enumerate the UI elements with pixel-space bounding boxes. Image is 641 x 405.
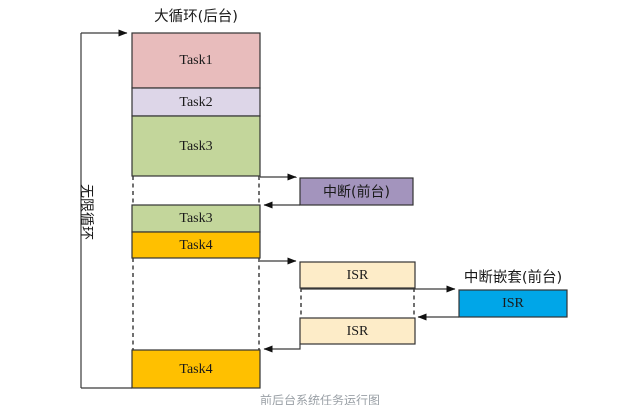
label-task3-resume: Task3 xyxy=(179,211,212,226)
block-task4-first xyxy=(131,231,261,259)
timeline-guides xyxy=(132,176,415,350)
label-isr-first: ISR xyxy=(347,268,369,283)
isr-first-group: ISR xyxy=(260,257,416,289)
block-isr-resume xyxy=(299,317,416,345)
block-task4-resume xyxy=(131,349,261,389)
main-loop-column: Task1 Task2 Task3 Task3 Task4 Task4 xyxy=(131,32,261,389)
label-isr-resume: ISR xyxy=(347,324,369,339)
figure-caption: 前后台系统任务运行图 xyxy=(260,393,380,405)
block-task2 xyxy=(131,87,261,117)
label-nested-interrupt-title: 中断嵌套(前台) xyxy=(464,269,562,286)
label-infinite-loop: 无限循环 xyxy=(78,184,94,240)
block-task3-first xyxy=(131,115,261,177)
block-isr-nested xyxy=(458,289,568,318)
isr-resume-group: ISR xyxy=(263,317,416,353)
infinite-loop-spine xyxy=(80,29,132,389)
page-title-main-loop: 大循环(后台) xyxy=(154,8,238,25)
label-task4-resume: Task4 xyxy=(179,362,212,377)
label-task2: Task2 xyxy=(179,95,212,110)
label-task1: Task1 xyxy=(179,53,212,68)
isr-nested-group: ISR xyxy=(301,285,568,321)
label-task3-first: Task3 xyxy=(179,139,212,154)
label-isr-nested: ISR xyxy=(502,296,524,311)
label-interrupt: 中断(前台) xyxy=(323,184,390,201)
block-interrupt xyxy=(299,177,414,206)
interrupt-group: 中断(前台) xyxy=(260,173,414,209)
label-task4-first: Task4 xyxy=(179,238,212,253)
block-isr-first xyxy=(299,261,416,289)
